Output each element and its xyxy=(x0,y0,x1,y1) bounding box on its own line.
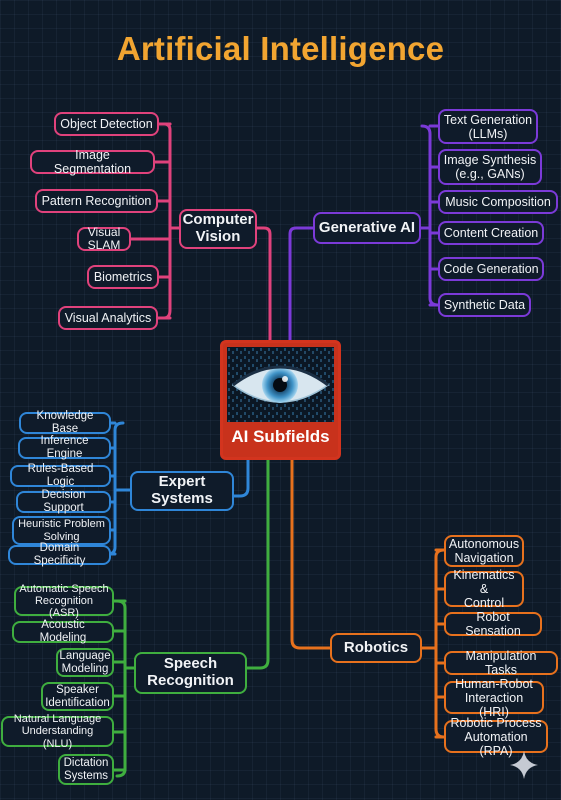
center-label: AI Subfields xyxy=(231,427,330,446)
leaf-knowledge-base: Knowledge Base xyxy=(19,410,111,435)
leaf-music-composition: Music Composition xyxy=(438,190,558,214)
center-node-ai-subfields: AI Subfields xyxy=(220,340,341,460)
leaf-kinematics-control: Kinematics & Control xyxy=(444,568,524,610)
hub-robotics: Robotics xyxy=(330,633,422,663)
leaf-acoustic-modeling: Acoustic Modeling xyxy=(12,619,114,644)
leaf-manipulation-tasks: Manipulation Tasks xyxy=(444,649,558,677)
leaf-nlu: Natural Language Understanding (NLU) xyxy=(1,713,114,750)
leaf-decision-support: Decision Support xyxy=(16,489,111,514)
eye-icon xyxy=(227,347,334,422)
leaf-rpa: Robotic Process Automation (RPA) xyxy=(444,716,548,758)
leaf-language-modeling: Language Modeling xyxy=(56,648,114,677)
leaf-visual-analytics: Visual Analytics xyxy=(58,306,158,330)
leaf-hri: Human-Robot Interaction (HRI) xyxy=(444,677,544,719)
leaf-text-generation: Text Generation (LLMs) xyxy=(438,109,538,144)
leaf-heuristic-problem-solving: Heuristic Problem Solving xyxy=(12,516,111,545)
hub-computer-vision: Computer Vision xyxy=(179,209,257,249)
leaf-inference-engine: Inference Engine xyxy=(18,435,111,460)
leaf-code-generation: Code Generation xyxy=(438,257,544,281)
hub-generative-ai: Generative AI xyxy=(313,212,421,244)
page-title: Artificial Intelligence xyxy=(116,30,445,67)
leaf-rules-based-logic: Rules-Based Logic xyxy=(10,463,111,488)
leaf-image-synthesis: Image Synthesis (e.g., GANs) xyxy=(438,149,542,185)
leaf-pattern-recognition: Pattern Recognition xyxy=(35,189,158,213)
expert-systems-connectors xyxy=(106,421,250,556)
leaf-image-segmentation: Image Segmentation xyxy=(30,148,155,176)
hub-expert-systems: Expert Systems xyxy=(130,471,234,511)
leaf-visual-slam: Visual SLAM xyxy=(77,225,131,252)
leaf-object-detection: Object Detection xyxy=(54,112,159,136)
leaf-asr: Automatic Speech Recognition (ASR) xyxy=(14,583,114,619)
leaf-content-creation: Content Creation xyxy=(438,221,544,245)
leaf-dictation-systems: Dictation Systems xyxy=(58,754,114,785)
leaf-robot-sensation: Robot Sensation xyxy=(444,610,542,638)
leaf-biometrics: Biometrics xyxy=(87,265,159,289)
leaf-autonomous-navigation: Autonomous Navigation xyxy=(444,535,524,567)
sparkle-icon xyxy=(510,751,538,779)
leaf-speaker-identification: Speaker Identification xyxy=(41,682,114,711)
speech-recognition-connectors xyxy=(112,458,270,778)
robotics-connectors xyxy=(290,458,446,739)
computer-vision-connectors xyxy=(129,122,272,342)
leaf-synthetic-data: Synthetic Data xyxy=(438,293,531,317)
generative-ai-connectors xyxy=(288,124,440,342)
leaf-domain-specificity: Domain Specificity xyxy=(8,542,111,567)
hub-speech-recognition: Speech Recognition xyxy=(134,652,247,694)
